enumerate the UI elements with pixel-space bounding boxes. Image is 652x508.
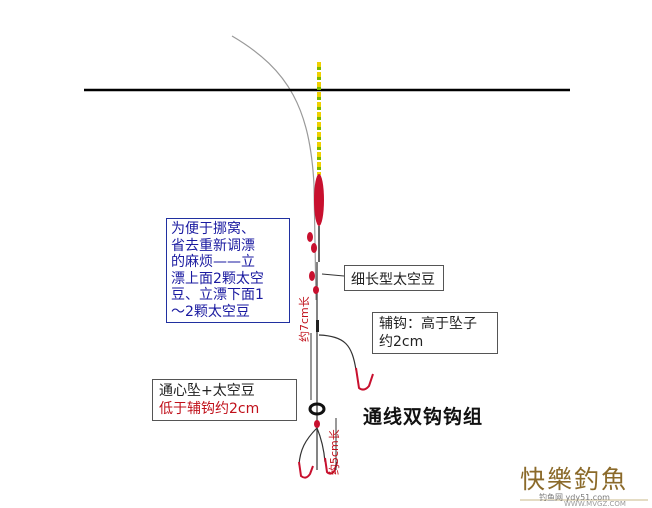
space-bean-lower-2 xyxy=(313,286,319,294)
aux-hook-line xyxy=(318,334,357,371)
aux-hook-label-line2: 约2cm xyxy=(379,334,424,350)
watermark-url: 钓鱼网 ydy51.com xyxy=(539,493,610,502)
float-bean-label: 细长型太空豆 xyxy=(344,265,444,291)
center-sinker xyxy=(308,402,326,416)
space-bean-upper-2 xyxy=(311,243,317,253)
main-hook-left-line xyxy=(298,427,318,466)
elongated-space-bean xyxy=(316,320,319,332)
aux-hook-icon xyxy=(355,367,374,391)
main-hook-left-icon xyxy=(298,461,314,479)
note-line: 省去重新调漂 xyxy=(171,237,255,254)
space-bean-lower-1 xyxy=(309,271,315,281)
float-body xyxy=(314,174,324,226)
aux-hook-label: 辅钩：高于坠子 约2cm xyxy=(372,312,498,354)
center-sinker-label: 通心坠+太空豆 低于辅钩约2cm xyxy=(152,379,297,421)
note-line: 的麻烦——立 xyxy=(171,254,255,270)
sinker-bean xyxy=(314,420,320,428)
aux-hook-label-line1: 辅钩：高于坠子 xyxy=(379,316,477,332)
float-bean-label-text: 细长型太空豆 xyxy=(351,272,435,288)
main-hook-right-line xyxy=(316,427,326,463)
rod-line xyxy=(231,35,317,301)
note-line: ～2颗太空豆 xyxy=(171,303,250,320)
note-box: 为便于挪窝、 省去重新调漂 的麻烦——立 漂上面2颗太空 豆、立漂下面1 ～2颗… xyxy=(166,218,290,323)
space-bean-upper-1 xyxy=(307,232,313,242)
center-sinker-label-line2: 低于辅钩约2cm xyxy=(159,401,260,417)
dimension-lower-label: 约5cm长 xyxy=(328,429,341,475)
watermark: 快樂釣魚 钓鱼网 ydy51.com WWW.MVGZ.COM xyxy=(512,460,650,508)
note-line: 漂上面2颗太空 xyxy=(171,270,264,287)
watermark-url-secondary: WWW.MVGZ.COM xyxy=(564,500,626,508)
watermark-title: 快樂釣魚 xyxy=(520,465,629,494)
main-hook-right-icon xyxy=(324,457,338,475)
rig-title: 通线双钩钩组 xyxy=(363,406,484,428)
note-line: 豆、立漂下面1 xyxy=(171,287,264,303)
note-line: 为便于挪窝、 xyxy=(171,221,255,237)
float-bean-leader xyxy=(321,273,345,277)
center-sinker-label-line1: 通心坠+太空豆 xyxy=(159,383,255,399)
dimension-upper-label: 约7cm长 xyxy=(298,296,311,342)
